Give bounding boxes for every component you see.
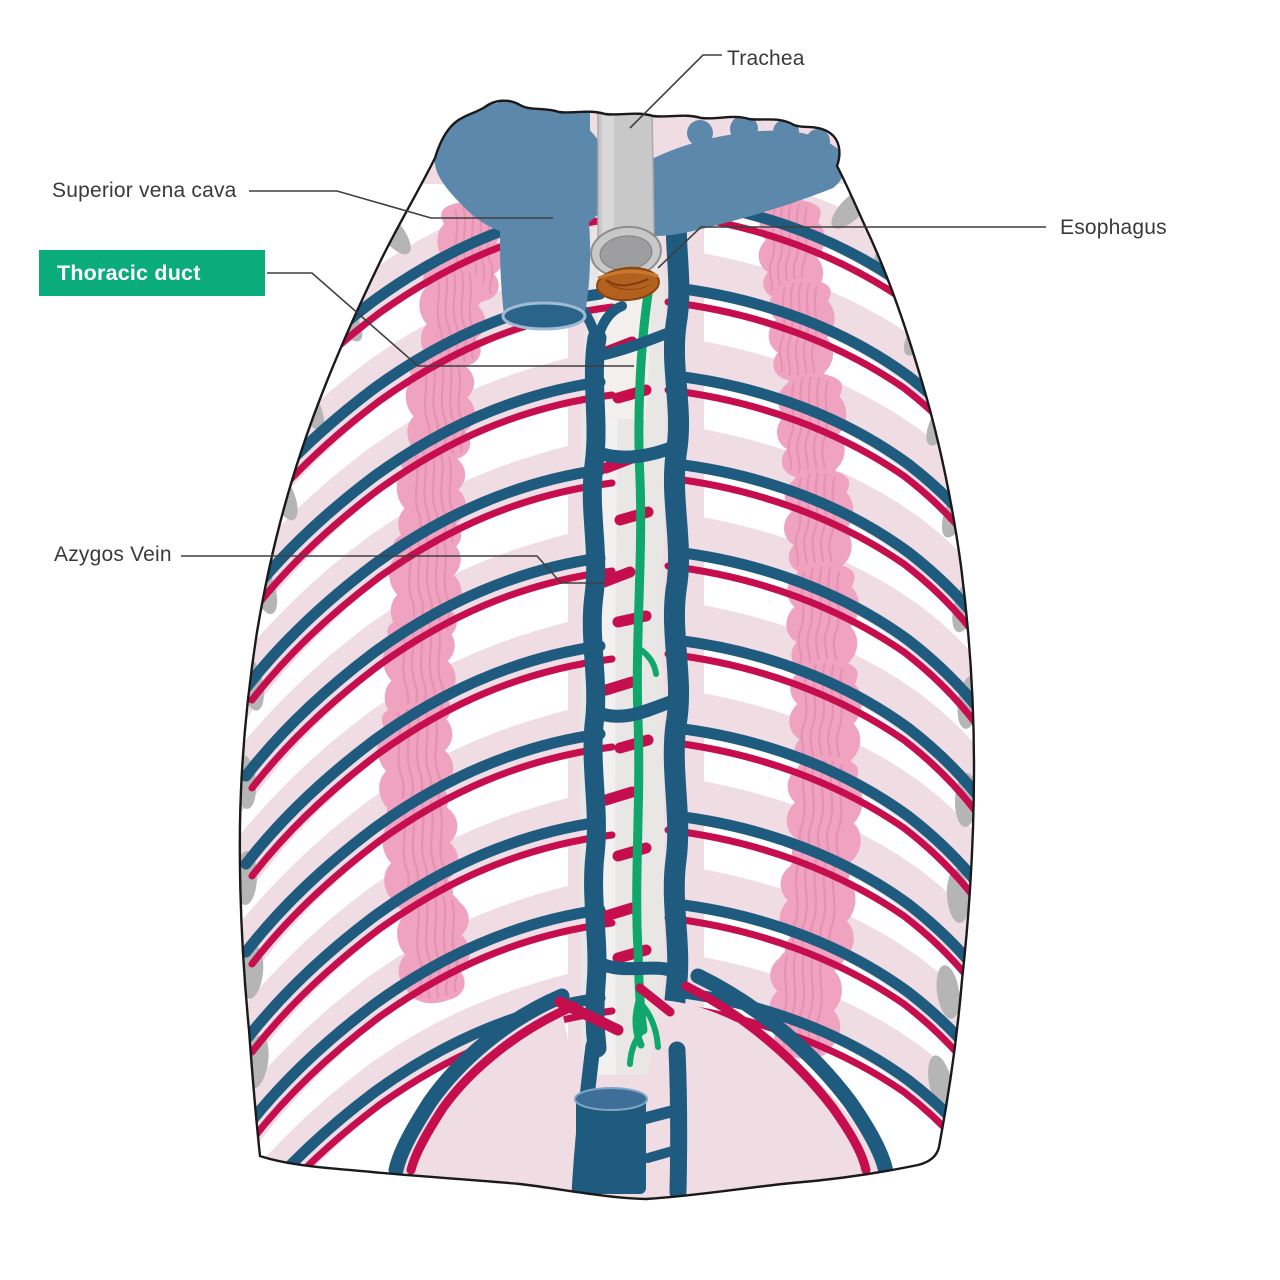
azygos-vein-label: Azygos Vein [54,543,172,566]
esophagus-label: Esophagus [1060,216,1167,239]
esophagus-cross-section [596,266,660,302]
leader-lines [181,54,1046,584]
trachea-leader-line [629,54,722,129]
superior-vena-cava-label: Superior vena cava [52,179,237,202]
superior-vena-cava-leader-line [249,190,553,219]
inferior-vena-cava-cut [554,983,688,1199]
thoracic-duct-vessel [632,289,659,1035]
diaphragm-vessels [388,968,894,1180]
superior-vena-cava-vessel [434,100,845,331]
trachea-tube [590,105,662,279]
thoracic-duct-leader-line [267,272,634,367]
thoracic-duct-label: Thoracic duct [57,260,201,285]
azygos-vein-leader-line [181,555,604,584]
esophagus-leader-line [657,226,1046,269]
trachea-label: Trachea [727,47,805,70]
thoracic-duct-highlight-box: Thoracic duct [39,250,265,296]
cisterna-chyli [627,991,661,1067]
